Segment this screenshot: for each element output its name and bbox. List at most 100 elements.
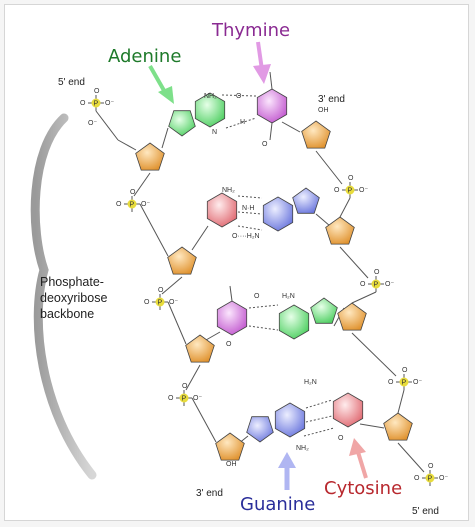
phosphate-right-4-p: P: [428, 476, 433, 483]
five-end-bottom-label: 5' end: [412, 506, 439, 517]
phosphate-left-4: [179, 393, 189, 403]
sugar-right-3: [337, 302, 367, 331]
thymine-sugar-bond: [281, 121, 301, 133]
adenine-sugar-bond: [161, 127, 169, 149]
pair1-hbond-1: [225, 117, 257, 129]
phosphate-left-3-o2: O⁻: [169, 299, 178, 306]
phosphate-right-2-o2: O⁻: [385, 281, 394, 288]
sugar-right-1: [301, 120, 331, 149]
pair3-hbond-2: [248, 325, 279, 331]
phosphate-left-4-p: P: [182, 396, 187, 403]
backbone-label-line3: backbone: [40, 307, 94, 321]
adenine-arrow-head: [158, 86, 174, 104]
phosphate-right-1-o1: O: [334, 187, 340, 194]
pair2-hbond-1: [237, 195, 263, 199]
phosphate-right-4-o1: O: [414, 475, 420, 482]
pair2-ohn: O····H₂N: [232, 233, 260, 240]
backbone-label-line1: Phosphate-: [40, 275, 104, 289]
phosphate-left-2-o1: O: [116, 201, 122, 208]
label-arrows: [148, 41, 368, 490]
guanine-label: Guanine: [240, 494, 315, 515]
pair2-hbond-2: [237, 211, 263, 215]
bb-l-7: [185, 364, 201, 391]
adenine-ring-6: [194, 92, 226, 128]
backbone-brace: [30, 113, 97, 480]
molecule-shapes: [91, 88, 435, 483]
cyt2-sugar-bond: [359, 423, 385, 429]
phosphate-left-3-p: P: [158, 300, 163, 307]
phosphate-right-1: [345, 185, 355, 195]
phosphate-right-3-o3: O: [402, 367, 408, 374]
sugar-left-4: [215, 432, 245, 461]
pair1-nh2: NH₂: [204, 93, 217, 100]
pair4-h2n: H₂N: [304, 379, 317, 386]
bb-l-1: [95, 110, 119, 141]
guanine-arrow-head: [278, 452, 296, 468]
backbone-label: Phosphate- deoxyribose backbone: [40, 275, 111, 321]
bb-r-2: [339, 197, 351, 218]
pair3-o: O: [254, 293, 260, 300]
phosphate-right-2-p: P: [374, 282, 379, 289]
thymine-label: Thymine: [211, 20, 290, 41]
phosphate-left-1-p: P: [94, 101, 99, 108]
thymine-o: O: [262, 141, 268, 148]
pair3-hbond-1: [248, 304, 279, 309]
thymine2-methyl: [229, 285, 233, 302]
pair3-o2: O: [226, 341, 232, 348]
top-right-oh: OH: [318, 107, 329, 114]
pair2-hbond-3: [237, 225, 263, 231]
phosphate-right-4-o3: O: [428, 463, 434, 470]
adenine-ring-5: [168, 110, 196, 137]
cytosine-label: Cytosine: [324, 478, 402, 499]
sugar-right-4: [383, 412, 413, 441]
phosphate-left-4-o1: O: [168, 395, 174, 402]
three-end-bottom-label: 3' end: [196, 488, 223, 499]
guanine-ring-6-1: [262, 196, 294, 232]
pair1-h: H: [240, 119, 245, 126]
sugar-left-2: [167, 246, 197, 275]
thymine-ring-2: [216, 300, 248, 336]
bb-r-1: [315, 150, 343, 185]
phosphate-right-3-o1: O: [388, 379, 394, 386]
cytosine-ring-1: [206, 192, 238, 228]
bb-r-6: [397, 389, 405, 414]
phosphate-right-2-o1: O: [360, 281, 366, 288]
bb-l-2: [117, 139, 137, 151]
thymine-methyl: [269, 71, 273, 90]
bb-l-8: [191, 397, 217, 443]
phosphate-left-2-o3: O: [130, 189, 136, 196]
phosphate-left-1: [91, 98, 101, 108]
phosphate-right-3-p: P: [402, 380, 407, 387]
adenine-ring-5-2: [310, 297, 338, 324]
phosphate-right-2: [371, 279, 381, 289]
thymine-o-bond: [269, 122, 273, 141]
bb-l-6: [167, 301, 187, 345]
adenine-label: Adenine: [108, 46, 181, 67]
pair4-o: O: [338, 435, 344, 442]
phosphate-left-4-o3: O: [182, 383, 188, 390]
guanine-ring-5-2: [246, 416, 274, 443]
phosphate-right-4-o2: O⁻: [439, 475, 448, 482]
bb-r-7: [397, 442, 425, 473]
phosphate-left-2-p: P: [130, 202, 135, 209]
backbone-label-line2: deoxyribose: [40, 291, 107, 305]
sugar-left-3: [185, 334, 215, 363]
pair4-nh2: NH₂: [296, 445, 309, 452]
phosphate-left-2-o2: O⁻: [141, 201, 150, 208]
phosphate-left-3-o1: O: [144, 299, 150, 306]
five-end-top-label: 5' end: [58, 77, 85, 88]
top-left-ominus: O⁻: [88, 120, 97, 127]
guanine-ring-5-1: [292, 187, 320, 214]
bb-l-4: [139, 203, 169, 257]
pair1-o: O: [236, 93, 242, 100]
phosphate-right-3: [399, 377, 409, 387]
pair3-h2n: H₂N: [282, 293, 295, 300]
phosphate-left-3-o3: O: [158, 287, 164, 294]
thymine2-sugar-bond: [205, 331, 221, 341]
bb-l-5: [161, 276, 183, 295]
phosphate-left-3: [155, 297, 165, 307]
phosphate-right-1-o2: O⁻: [359, 187, 368, 194]
cytosine-ring-2: [332, 392, 364, 428]
cyt1-sugar-bond: [191, 225, 209, 251]
